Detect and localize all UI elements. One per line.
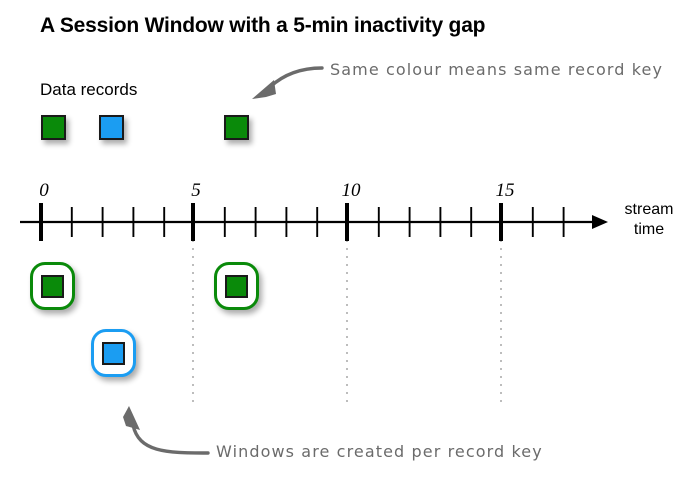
- axis-tick-label-10: 10: [341, 180, 361, 201]
- annotation-arrowhead-top: [252, 80, 276, 99]
- session-window-green-1: [30, 262, 75, 310]
- annotation-arrow-top: [268, 66, 324, 89]
- session-window-record-green-2: [225, 274, 248, 298]
- page-title: A Session Window with a 5-min inactivity…: [40, 14, 486, 37]
- data-record-green-1: [41, 115, 66, 140]
- data-records-label: Data records: [40, 80, 138, 99]
- data-record-blue-1: [99, 115, 124, 140]
- axis-arrowhead: [592, 215, 608, 229]
- session-window-record-green-1: [41, 274, 64, 298]
- session-window-record-blue-1: [102, 341, 125, 365]
- stream-time-line1: stream: [624, 201, 674, 218]
- axis-tick-label-5: 5: [191, 180, 201, 201]
- stream-time-line2: time: [633, 221, 665, 238]
- annotation-arrow-bottom: [131, 423, 210, 455]
- session-window-blue-1: [91, 329, 136, 377]
- annotation-windows-per-key-text: Windows are created per record key: [216, 442, 543, 461]
- annotation-same-colour-text: Same colour means same record key: [330, 60, 664, 79]
- stream-time-label: stream time: [612, 200, 686, 240]
- axis-tick-label-0: 0: [39, 180, 49, 201]
- session-window-green-2: [214, 262, 259, 310]
- axis-tick-label-15: 15: [495, 180, 515, 201]
- annotation-arrowhead-bottom: [123, 406, 140, 430]
- data-record-green-2: [224, 115, 249, 140]
